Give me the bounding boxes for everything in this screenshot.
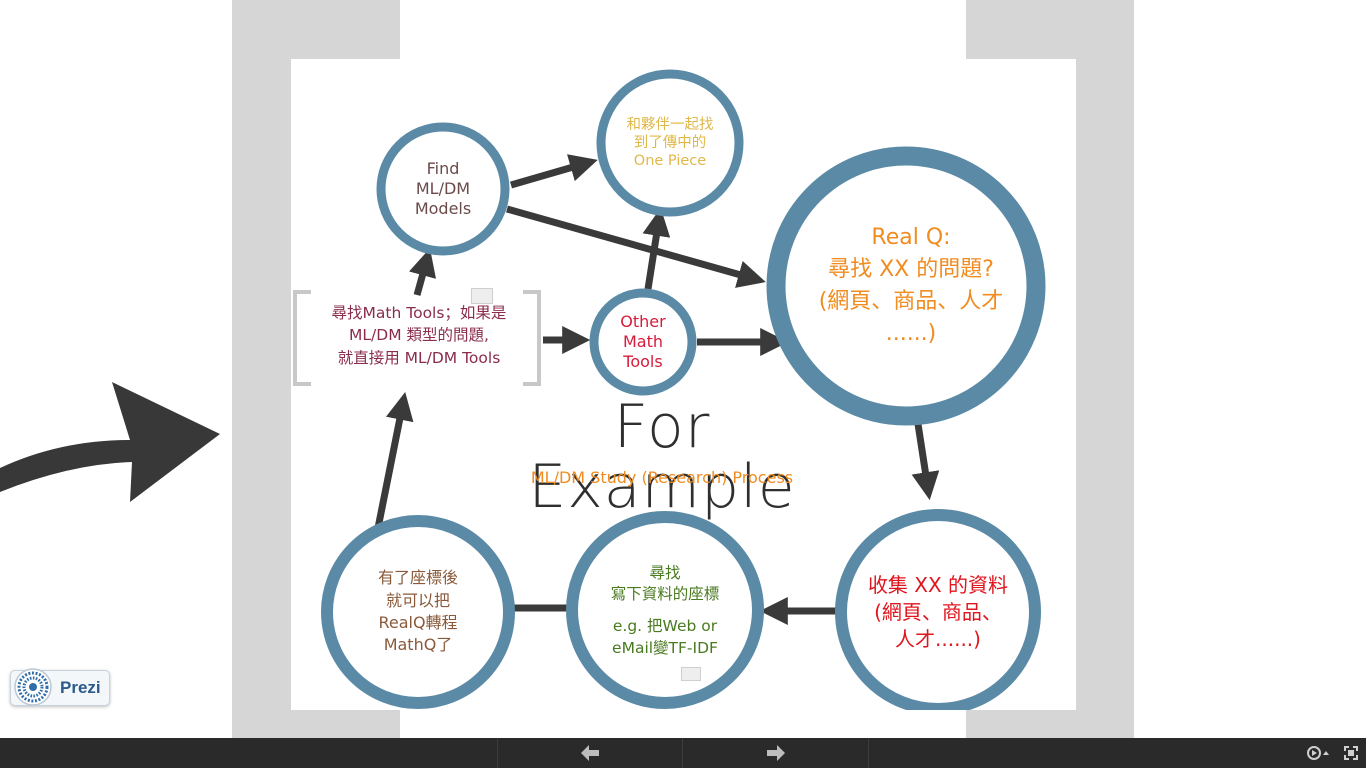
text-other-tools: Other Math Tools [603, 309, 683, 375]
text-one-piece: 和夥伴一起找 到了傳中的 One Piece [600, 111, 740, 175]
arrow-other-to-onepiece [642, 207, 671, 290]
circle-real-q [766, 146, 1046, 426]
text-line: 到了傳中的 [633, 134, 707, 151]
text-line: Tools [623, 352, 663, 371]
text-line: 寫下資料的座標 [610, 585, 720, 604]
text-line: 人才......) [895, 626, 981, 651]
text-line: 就可以把 [385, 590, 450, 610]
arrow-left-icon [581, 745, 599, 761]
arrow-bracket-to-find [409, 248, 436, 296]
text-line: Find [426, 159, 460, 178]
prezi-logo-icon [14, 668, 52, 706]
text-collect-data: 收集 XX 的資料 (網頁、商品、 人才......) [848, 571, 1028, 653]
text-line: ML/DM [415, 179, 471, 198]
arrow-find-to-onepiece [510, 154, 598, 189]
bracket-right [523, 290, 541, 386]
text-real-q: Real Q: 尋找 XX 的問題? (網頁、商品、人才 ......) [796, 221, 1026, 351]
arrow-find-to-realq [506, 205, 766, 288]
slide-canvas: Find ML/DM Models 和夥伴一起找 到了傳中的 One Piece… [291, 59, 1076, 710]
text-line: ML/DM 類型的問題, [349, 326, 489, 345]
text-line: 尋找Math Tools；如果是 [331, 304, 507, 322]
fullscreen-icon [1344, 746, 1358, 760]
prezi-label: Prezi [60, 678, 101, 697]
autoplay-icon [1307, 746, 1329, 760]
bracket-text: 尋找Math Tools；如果是 ML/DM 類型的問題, 就直接用 ML/DM… [303, 302, 535, 369]
playback-bar [0, 738, 1366, 768]
text-line: (網頁、商品、 [874, 599, 1002, 624]
divider [497, 738, 498, 768]
text-line: 就直接用 ML/DM Tools [337, 348, 501, 367]
frame-left-top [232, 0, 400, 59]
circle-find-coords [566, 511, 764, 709]
circle-collect-data [835, 509, 1041, 710]
text-line: One Piece [633, 153, 707, 170]
text-line: Math [622, 332, 664, 351]
large-curved-arrow-icon [0, 382, 220, 502]
thumbnail-image [681, 667, 701, 681]
next-button[interactable] [683, 738, 868, 768]
frame-left-bottom [232, 710, 400, 738]
text-find-models: Find ML/DM Models [393, 149, 493, 229]
circle-find-models [376, 122, 510, 256]
text-line: RealQ轉程 [378, 613, 458, 632]
thumbnail-image [471, 288, 493, 304]
text-line: 尋找 [649, 563, 681, 582]
fullscreen-button[interactable] [1338, 738, 1364, 768]
text-line: 和夥伴一起找 [626, 116, 714, 133]
text-line: eMail變TF-IDF [612, 638, 718, 657]
arrow-right-icon [766, 745, 785, 761]
prezi-badge[interactable]: Prezi [10, 668, 110, 706]
text-line: (網頁、商品、人才 [818, 289, 1004, 314]
bracket-left [293, 290, 311, 386]
circle-other-tools [589, 288, 697, 396]
text-line: Real Q: [871, 225, 951, 251]
text-line: e.g. 把Web or [612, 617, 718, 635]
frame-right-bottom [966, 710, 1134, 738]
slide-subtitle: ML/DM Study (Research) Process [530, 468, 794, 487]
autoplay-button[interactable] [1302, 738, 1334, 768]
text-line: ......) [885, 320, 937, 346]
text-line: Other [620, 312, 666, 331]
slide-title: For Example [528, 392, 796, 522]
circle-convert [321, 515, 515, 709]
circle-one-piece [596, 69, 744, 217]
text-find-coords: 尋找 寫下資料的座標 e.g. 把Web or eMail變TF-IDF [590, 555, 740, 667]
divider [682, 738, 683, 768]
process-diagram [321, 69, 1046, 710]
text-line: 尋找 XX 的問題? [828, 257, 994, 283]
arrow-convert-to-bracket [373, 392, 414, 534]
text-line: MathQ了 [383, 635, 453, 655]
frame-right-bar [1076, 0, 1134, 738]
frame-right-top [966, 0, 1134, 59]
bracket-math-tools: 尋找Math Tools；如果是 ML/DM 類型的問題, 就直接用 ML/DM… [293, 290, 541, 386]
text-line: 有了座標後 [377, 568, 458, 588]
text-line: 收集 XX 的資料 [867, 572, 1009, 597]
divider [868, 738, 869, 768]
previous-button[interactable] [498, 738, 682, 768]
text-line: Models [414, 199, 472, 218]
frame-left-bar [232, 0, 291, 738]
arrow-realq-to-collect [911, 423, 940, 501]
text-convert: 有了座標後 就可以把 RealQ轉程 MathQ了 [353, 567, 483, 657]
